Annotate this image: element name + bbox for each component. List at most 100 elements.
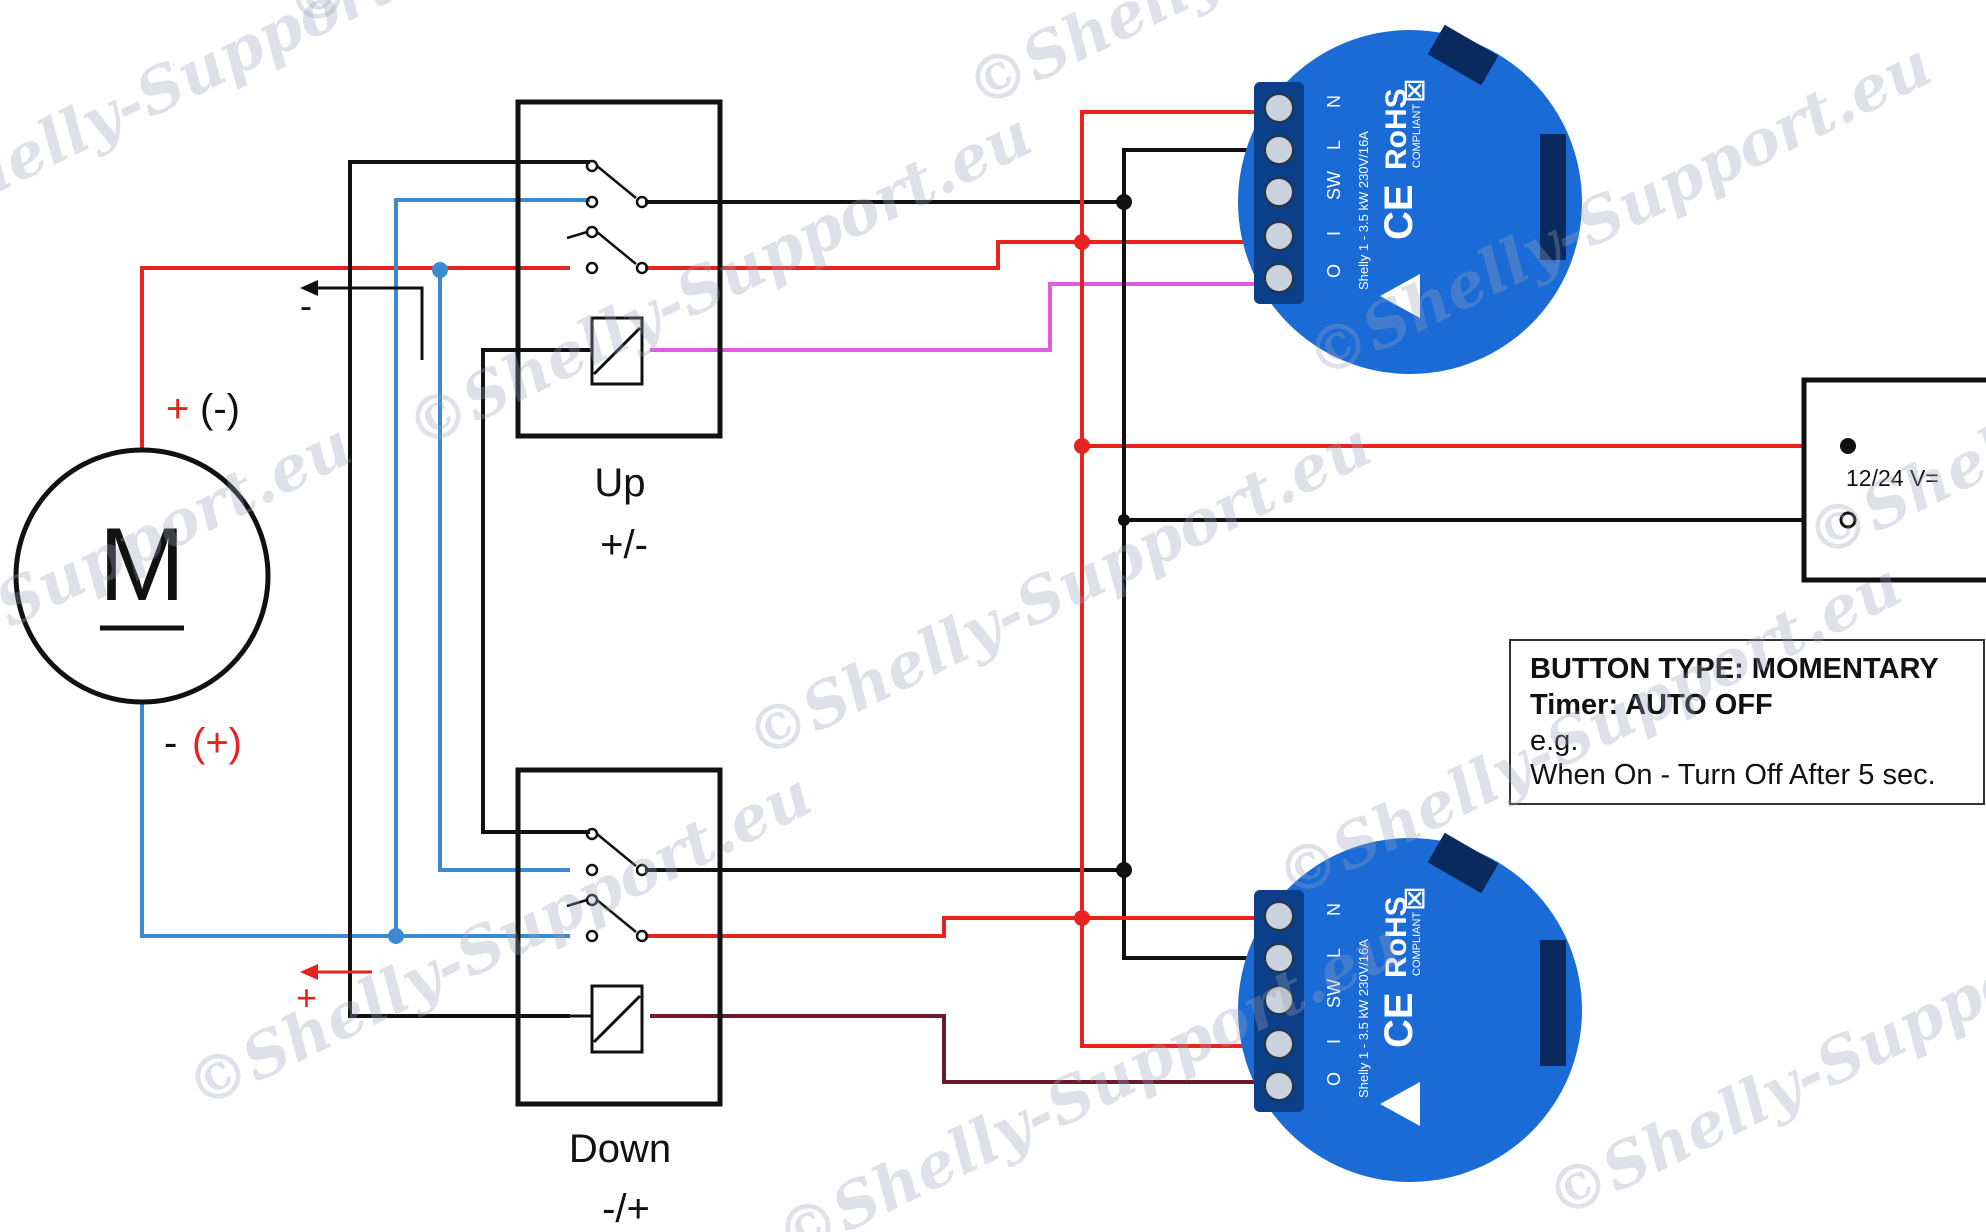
blue-loop-wire-2 bbox=[438, 270, 570, 872]
arrow-top-head bbox=[300, 280, 318, 296]
note-line-4: When On - Turn Off After 5 sec. bbox=[1530, 759, 1936, 791]
screw-icon bbox=[1264, 177, 1294, 207]
contact-blade bbox=[566, 230, 588, 240]
motor-blue-wire bbox=[140, 702, 570, 938]
junction-dot bbox=[1116, 194, 1132, 210]
device-ce: CE bbox=[1377, 992, 1421, 1048]
watermark: ©Shelly-Support.eu bbox=[735, 407, 1383, 773]
black-bus bbox=[1122, 148, 1258, 960]
motor-bottom-minus: - bbox=[164, 721, 177, 765]
motor-top-paren: (-) bbox=[200, 387, 240, 431]
contact-terminal bbox=[585, 863, 599, 877]
screw-icon bbox=[1264, 943, 1294, 973]
device-labels: O I SW L N Shelly 1 - 3.5 kW 230V/16A CE… bbox=[1324, 88, 1423, 290]
terminal-label-o: O bbox=[1324, 264, 1344, 278]
junction-dot bbox=[1074, 910, 1090, 926]
device-ce: CE bbox=[1377, 184, 1421, 240]
device-screws bbox=[1264, 901, 1294, 1101]
terminal-label-o: O bbox=[1324, 1072, 1344, 1086]
junction-dot bbox=[388, 928, 404, 944]
device-connector-side bbox=[1540, 134, 1566, 260]
relay-up-polarity: +/- bbox=[600, 523, 648, 567]
relay-coil-slash bbox=[592, 994, 642, 1044]
note-box bbox=[1509, 639, 1985, 805]
contact-blade bbox=[596, 231, 637, 265]
contact-terminal bbox=[585, 159, 599, 173]
warning-icon bbox=[1380, 1082, 1420, 1126]
device-body bbox=[1238, 30, 1582, 374]
current-arrows: - + bbox=[296, 280, 424, 1018]
device-rohs: RoHS bbox=[1380, 896, 1413, 978]
settings-note: BUTTON TYPE: MOMENTARY Timer: AUTO OFF e… bbox=[1509, 639, 1985, 805]
screw-icon bbox=[1264, 221, 1294, 251]
contact-terminal bbox=[635, 929, 649, 943]
motor: M + (-) - (+) bbox=[13, 387, 271, 765]
junction-dot bbox=[1074, 234, 1090, 250]
contact-terminal bbox=[585, 225, 599, 239]
contact-terminal bbox=[635, 261, 649, 275]
terminal-label-i: I bbox=[1324, 1039, 1344, 1044]
motor-top-plus: + bbox=[166, 387, 189, 431]
relay-up: Up +/- bbox=[515, 99, 723, 567]
junction-dot bbox=[432, 262, 448, 278]
junction-dots bbox=[388, 194, 1857, 944]
contact-blade bbox=[566, 898, 588, 908]
watermark: ©Shelly-Support.eu bbox=[0, 0, 503, 263]
terminal-label-l: L bbox=[1324, 948, 1344, 958]
device-labels: O I SW L N Shelly 1 - 3.5 kW 230V/16A CE… bbox=[1324, 896, 1423, 1098]
screw-icon bbox=[1264, 93, 1294, 123]
screw-icon bbox=[1264, 985, 1294, 1015]
screw-icon bbox=[1264, 901, 1294, 931]
motor-symbol: M bbox=[99, 507, 186, 623]
device-connector-side bbox=[1540, 940, 1566, 1066]
note-line-1: BUTTON TYPE: MOMENTARY bbox=[1530, 653, 1939, 685]
black-loop-wire bbox=[348, 160, 590, 1018]
watermark: ©Shelly-Support.eu bbox=[175, 757, 823, 1123]
screw-icon bbox=[1264, 1029, 1294, 1059]
device-rohs: RoHS bbox=[1380, 88, 1413, 170]
terminal-label-n: N bbox=[1324, 95, 1344, 108]
terminal-label-sw: SW bbox=[1324, 171, 1344, 200]
down-coil-maroon bbox=[650, 1014, 1258, 1084]
contact-terminal bbox=[635, 863, 649, 877]
screw-icon bbox=[1264, 263, 1294, 293]
relay-coil bbox=[590, 984, 644, 1054]
junction-dot bbox=[1116, 862, 1132, 878]
device-spec: Shelly 1 - 3.5 kW 230V/16A bbox=[1356, 131, 1371, 290]
motor-circle bbox=[13, 447, 271, 705]
device-body bbox=[1238, 838, 1582, 1182]
relay-up-box bbox=[515, 99, 723, 439]
shelly-device-bottom: O I SW L N Shelly 1 - 3.5 kW 230V/16A CE… bbox=[1238, 832, 1582, 1182]
arrow-top-label: - bbox=[300, 285, 312, 326]
red-bus bbox=[1080, 110, 1258, 1048]
motor-bottom-paren: (+) bbox=[192, 721, 242, 765]
down-red-out bbox=[645, 916, 1258, 938]
note-line-3: e.g. bbox=[1530, 725, 1578, 757]
contact-blade bbox=[596, 833, 637, 867]
power-supply: 12/24 V= bbox=[1801, 377, 1986, 583]
junction-dot bbox=[1118, 514, 1130, 526]
relay-down-box bbox=[515, 767, 723, 1107]
device-compliant: COMPLIANT bbox=[1411, 104, 1423, 168]
device-spec: Shelly 1 - 3.5 kW 230V/16A bbox=[1356, 939, 1371, 1098]
bin-icon: ⊠ bbox=[1402, 881, 1427, 916]
arrow-bottom-head bbox=[300, 964, 318, 980]
relay-down-name: Down bbox=[569, 1127, 671, 1171]
terminal-label-i: I bbox=[1324, 231, 1344, 236]
screw-icon bbox=[1264, 135, 1294, 165]
black-inner-wire bbox=[481, 348, 590, 834]
screw-icon bbox=[1264, 1071, 1294, 1101]
contact-terminal bbox=[585, 195, 599, 209]
device-screws bbox=[1264, 93, 1294, 293]
contact-terminal bbox=[635, 195, 649, 209]
junction-dot bbox=[1074, 438, 1090, 454]
watermark: ©Shelly-Support.eu bbox=[1535, 867, 1986, 1232]
relay-up-name: Up bbox=[594, 461, 645, 505]
warning-icon bbox=[1380, 274, 1420, 318]
contact-terminal bbox=[585, 929, 599, 943]
note-line-2: Timer: AUTO OFF bbox=[1530, 689, 1773, 721]
arrow-top bbox=[310, 286, 424, 360]
device-connector-top bbox=[1427, 24, 1499, 86]
